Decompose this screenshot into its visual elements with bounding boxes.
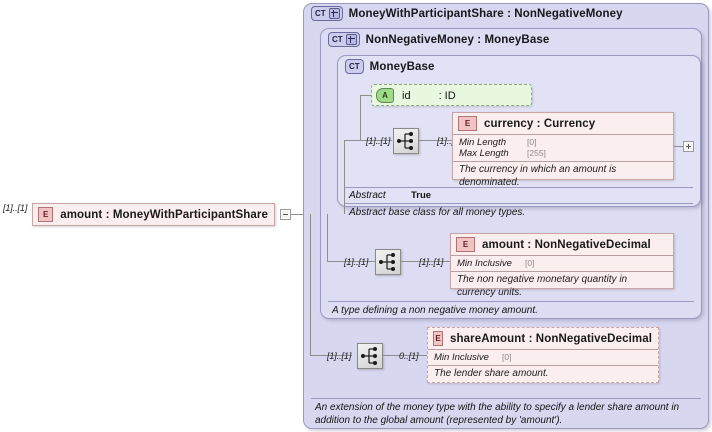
plus-icon[interactable] <box>345 34 357 45</box>
sequence-icon <box>397 132 413 150</box>
root-element-cardinality: [1]..[1] <box>3 203 28 213</box>
element-annotation: The lender share amount. <box>428 365 658 384</box>
attribute-node-id[interactable]: A id : ID <box>371 84 532 106</box>
facet-value: [0] <box>527 137 537 147</box>
compositor-2-cardinality-left: [1]..[1] <box>344 257 369 267</box>
element-node-label: shareAmount : NonNegativeDecimal <box>450 332 652 345</box>
complextype-annotation-money-base: Abstract base class for all money types. <box>349 207 526 218</box>
ct-chip-label: CT <box>332 34 343 44</box>
connector-branch-to-compositor-1 <box>344 140 392 141</box>
complextype-chip-icon[interactable]: CT <box>328 32 360 47</box>
abstract-property-row: Abstract True <box>343 188 695 202</box>
connector-spine-level2 <box>327 214 328 261</box>
connector-branch-to-compositor-3 <box>310 355 352 356</box>
element-node-share-amount[interactable]: E shareAmount : NonNegativeDecimal Min I… <box>427 327 659 383</box>
complextype-annotation-non-negative-money: A type defining a non negative money amo… <box>332 305 538 316</box>
element-node-amount[interactable]: E amount : NonNegativeDecimal Min Inclus… <box>450 233 674 298</box>
sequence-icon <box>379 253 395 271</box>
facet-name: Min Length <box>459 137 507 148</box>
sequence-compositor-2[interactable] <box>375 249 401 275</box>
facet-row: Max Length [255] <box>459 148 667 159</box>
complextype-title: MoneyWithParticipantShare : NonNegativeM… <box>348 7 623 20</box>
complextype-title: MoneyBase <box>369 60 435 73</box>
complextype-annotation-money-with-participant-share: An extension of the money type with the … <box>315 402 680 426</box>
element-chip-icon: E <box>456 237 475 252</box>
connector-spine-attribute <box>360 95 361 140</box>
facet-row: Min Inclusive [0] <box>434 352 652 363</box>
facet-row: Min Length [0] <box>459 137 667 148</box>
element-facets: Min Inclusive [0] <box>428 349 658 365</box>
element-facets: Min Length [0] Max Length [255] <box>453 134 673 161</box>
element-chip-icon: E <box>38 207 54 222</box>
element-node-title: E amount : MoneyWithParticipantShare <box>33 204 274 225</box>
compositor-2-cardinality-right: [1]..[1] <box>419 257 444 267</box>
element-node-currency[interactable]: E currency : Currency Min Length [0] Max… <box>452 112 674 188</box>
complextype-chip-icon[interactable]: CT <box>345 59 364 74</box>
element-chip-icon: E <box>458 116 477 131</box>
attribute-name: id <box>402 89 411 102</box>
plus-icon[interactable] <box>328 8 340 19</box>
attribute-type: : ID <box>438 89 456 102</box>
facet-name: Min Inclusive <box>434 352 489 363</box>
divider-abstract-row <box>345 187 693 188</box>
element-chip-icon: E <box>433 331 444 346</box>
divider-nonnegativemoney-annotation <box>328 301 694 302</box>
sequence-compositor-3[interactable] <box>357 343 383 369</box>
facet-value: [255] <box>527 148 546 158</box>
element-node-title: E shareAmount : NonNegativeDecimal <box>428 328 658 349</box>
facet-value: [0] <box>525 258 535 268</box>
collapse-toggle-root-amount[interactable] <box>280 209 291 220</box>
element-annotation: The non negative monetary quantity in cu… <box>451 271 673 302</box>
element-node-label: amount : NonNegativeDecimal <box>482 238 651 251</box>
complextype-chip-icon[interactable]: CT <box>311 6 343 21</box>
element-node-amount-root[interactable]: E amount : MoneyWithParticipantShare <box>32 203 275 226</box>
attribute-chip-icon: A <box>376 88 394 103</box>
element-annotation: The currency in which an amount is denom… <box>453 161 673 192</box>
connector-spine-level3 <box>344 140 345 214</box>
complextype-header-money-base: CT MoneyBase <box>345 59 435 74</box>
connector-compositor1-right <box>419 140 452 141</box>
compositor-3-cardinality-left: [1]..[1] <box>327 351 352 361</box>
expand-toggle-currency[interactable] <box>683 141 694 152</box>
facet-name: Min Inclusive <box>457 258 512 269</box>
sequence-icon <box>361 347 377 365</box>
connector-currency-right <box>674 146 683 147</box>
compositor-1-cardinality-right: [1]..[1] <box>437 136 462 146</box>
complextype-header-non-negative-money: CT NonNegativeMoney : MoneyBase <box>328 32 549 47</box>
abstract-label: Abstract <box>349 190 386 201</box>
element-facets: Min Inclusive [0] <box>451 255 673 271</box>
ct-chip-label: CT <box>349 61 360 71</box>
abstract-value: True <box>411 190 432 201</box>
element-node-title: E currency : Currency <box>453 113 673 134</box>
connector-spine-outer <box>310 214 311 355</box>
facet-row: Min Inclusive [0] <box>457 258 667 269</box>
compositor-3-cardinality-right: 0..[1] <box>399 351 419 361</box>
ct-chip-label: CT <box>315 8 326 18</box>
connector-root-to-ct <box>291 214 303 215</box>
divider-outer-annotation <box>311 398 701 399</box>
element-node-title: E amount : NonNegativeDecimal <box>451 234 673 255</box>
element-node-label: currency : Currency <box>484 117 596 130</box>
connector-compositor3-right <box>383 355 427 356</box>
element-node-label: amount : MoneyWithParticipantShare <box>60 208 268 221</box>
sequence-compositor-1[interactable] <box>393 128 419 154</box>
connector-compositor2-right <box>401 261 450 262</box>
connector-branch-to-compositor-2 <box>327 261 375 262</box>
complextype-header-money-with-participant-share: CT MoneyWithParticipantShare : NonNegati… <box>311 6 623 21</box>
complextype-title: NonNegativeMoney : MoneyBase <box>365 33 550 46</box>
facet-value: [0] <box>502 352 512 362</box>
divider-moneybase-annotation <box>345 203 693 204</box>
facet-name: Max Length <box>459 148 509 159</box>
attribute-node-title: A id : ID <box>372 85 531 106</box>
connector-branch-to-attribute <box>360 95 374 96</box>
compositor-1-cardinality-left: [1]..[1] <box>366 136 391 146</box>
